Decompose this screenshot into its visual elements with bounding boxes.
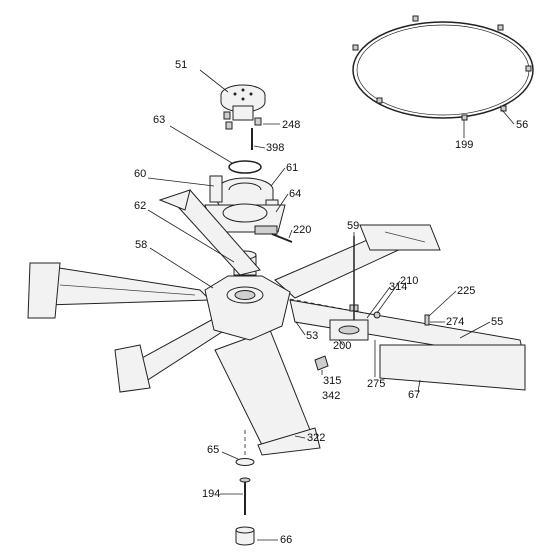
ring-clamp [497,24,504,31]
leader-line-51 [199,69,229,93]
part-label-66: 66 [280,534,292,546]
top-cap [220,84,266,150]
ring-clamp [500,105,507,112]
leader-line-322 [294,435,306,439]
part-label-220: 220 [293,224,311,236]
leader-line-63 [169,125,233,164]
part-label-51: 51 [175,59,187,71]
part-label-64: 64 [289,188,301,200]
ring-assembly [352,15,534,121]
part-label-225: 225 [457,285,475,297]
part-label-53: 53 [306,330,318,342]
part-label-274: 274 [446,316,464,328]
part-label-210: 210 [400,275,418,287]
ring [352,21,534,119]
part-label-199: 199 [455,139,473,151]
part-label-62: 62 [134,200,146,212]
ring-clamp [412,15,419,22]
part-label-248: 248 [282,119,300,131]
part-label-59: 59 [347,220,359,232]
part-label-67: 67 [408,389,420,401]
ring-clamp [525,65,532,72]
part-label-275: 275 [367,378,385,390]
part-label-56: 56 [516,119,528,131]
ring-clamp [352,44,359,51]
center-hub [204,275,291,341]
leader-line-53 [295,321,306,336]
part-label-61: 61 [286,162,298,174]
leader-line-200 [338,339,344,346]
leader-line-64 [275,193,289,213]
leader-line-314 [366,286,391,319]
leader-line-58 [149,247,214,289]
rake-arms [27,189,526,456]
leader-line-61 [270,167,286,187]
part-label-398: 398 [266,142,284,154]
part-label-65: 65 [207,444,219,456]
leader-line-67 [417,379,421,393]
part-label-58: 58 [135,239,147,251]
leader-line-225 [428,290,457,317]
leader-line-56 [501,109,515,125]
right-side-parts [289,236,430,371]
leader-line-65 [221,451,239,460]
leader-line-62 [147,209,235,263]
ring-clamp [461,114,468,121]
leader-line-220 [288,229,293,239]
leader-line-60 [147,177,215,187]
leader-line-55 [459,321,491,339]
part-label-200: 200 [333,340,351,352]
circlip [228,160,262,174]
part-label-194: 194 [202,488,220,500]
part-label-342: 342 [322,390,340,402]
ring-clamp [376,97,383,104]
part-label-315: 315 [323,375,341,387]
leader-line-210 [376,280,401,314]
bottom-parts [235,430,255,546]
part-label-60: 60 [134,168,146,180]
part-label-322: 322 [307,432,325,444]
ring-inner-edge [356,24,530,116]
part-label-55: 55 [491,316,503,328]
leader-line-398 [253,145,266,149]
part-label-63: 63 [153,114,165,126]
part-label-314: 314 [389,281,407,293]
